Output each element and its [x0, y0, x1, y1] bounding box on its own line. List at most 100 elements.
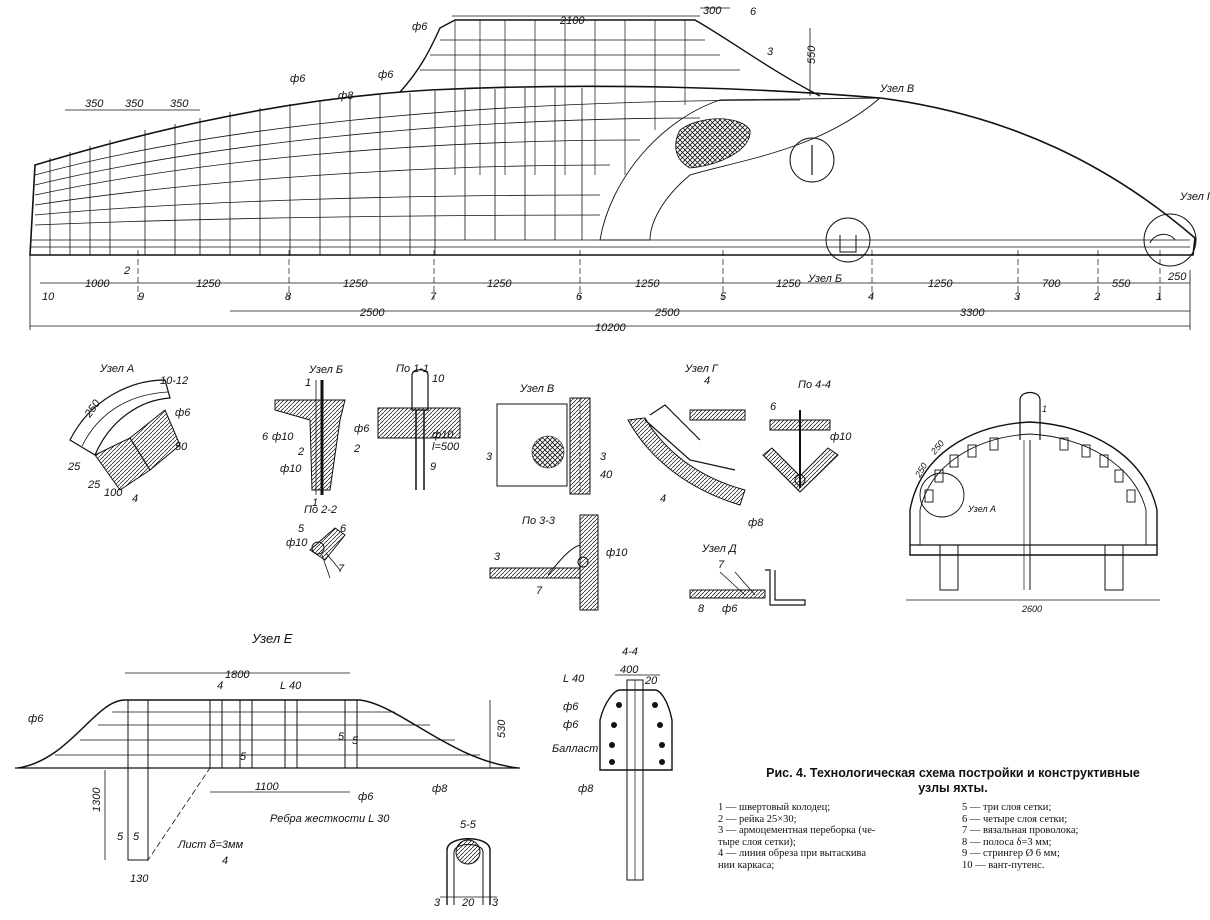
detail-label: 3 — [434, 897, 441, 909]
station-dim: 700 — [1042, 278, 1061, 290]
detail-label: 7 — [338, 563, 345, 575]
detail-title: 5-5 — [460, 819, 477, 831]
legend-item: 9 — стрингер Ø 6 мм; — [962, 848, 1060, 859]
hull-outline — [29, 85, 1196, 256]
node-v-marker — [789, 137, 835, 183]
detail-label: 130 — [130, 873, 149, 885]
callout: 3 — [767, 46, 774, 58]
detail-label: 2 — [353, 443, 360, 455]
detail-title: Узел Г — [684, 363, 719, 375]
legend-item: тыре слоя сетки); — [718, 836, 796, 848]
detail-label: 4 — [660, 493, 666, 505]
detail-label: 20 — [644, 675, 658, 687]
detail-label: 1 — [312, 497, 318, 509]
detail-label: ф10 — [606, 547, 628, 559]
detail-label: ф10 — [280, 463, 302, 475]
detail-label: Узел А — [967, 504, 996, 514]
detail-title: Узел Д — [701, 543, 737, 555]
detail-label: 2 — [297, 446, 304, 458]
detail-label: 400 — [620, 664, 639, 676]
station-9: 9 — [138, 291, 144, 303]
detail-label: 3 — [494, 551, 501, 563]
station-3: 3 — [1014, 291, 1021, 303]
detail-label: 1800 — [225, 669, 250, 681]
detail-label: 5 — [240, 751, 247, 763]
detail-label: 4 — [222, 855, 228, 867]
dim-300: 300 — [703, 5, 722, 17]
station-10: 10 — [42, 291, 55, 303]
detail-label: 6 — [340, 523, 347, 535]
legend-item: 6 — четыре слоя сетки; — [962, 813, 1068, 825]
station-5: 5 — [720, 291, 727, 303]
detail-label: ф6 — [175, 407, 191, 419]
detail-label: ф10 — [432, 429, 454, 441]
legend-item: 5 — три слоя сетки; — [962, 802, 1052, 813]
station-8: 8 — [285, 291, 292, 303]
figure-title: Рис. 4. Технологическая схема постройки … — [718, 766, 1188, 796]
detail-title: Узел Б — [308, 364, 343, 376]
figure-title-line2: узлы яхты. — [918, 781, 988, 795]
rod-label: ф6 — [412, 21, 428, 33]
detail-label: ф6 — [563, 701, 579, 713]
hull-annotations: 2100 300 550 350 350 350 ф6 ф6 ф8 ф6 Узе… — [42, 5, 1210, 334]
legend-item: 3 — армоцементная переборка (че- — [718, 825, 876, 836]
callout: 6 — [750, 6, 757, 18]
hull-profile — [29, 7, 1197, 330]
detail-section-4-4: По 4-4 6 ф10 ф8 — [748, 379, 852, 529]
station-dim: 1000 — [85, 278, 110, 290]
detail-label: 5 — [352, 735, 359, 747]
detail-uzel-a: Узел А 10-12 250 ф6 50 25 25 100 4 — [67, 363, 191, 505]
detail-label: 3 — [492, 897, 499, 909]
detail-label: 20 — [461, 897, 475, 909]
detail-section-3-3: По 3-3 3 ф10 7 — [489, 514, 628, 611]
detail-section-1-1: По 1-1 10 ф10 l=500 9 — [377, 363, 461, 490]
figure-title-line1: Рис. 4. Технологическая схема постройки … — [766, 766, 1140, 780]
cabin-outline — [399, 19, 821, 97]
detail-label: L 40 — [563, 673, 585, 685]
detail-label: 25 — [67, 461, 81, 473]
detail-label: ф6 — [28, 713, 44, 725]
detail-uzel-b: Узел Б 1 6 ф10 ф6 2 ф10 2 1 — [262, 364, 370, 509]
rod-label: ф8 — [338, 90, 354, 102]
detail-label: ф8 — [432, 783, 448, 795]
detail-label: l=500 — [432, 441, 460, 453]
legend-item: 7 — вязальная проволока; — [962, 825, 1079, 836]
detail-label: 10-12 — [160, 375, 188, 387]
legend-item: 10 — вант-путенс. — [962, 859, 1045, 871]
node-label: Узел В — [879, 83, 914, 95]
cross-section: 250 250 Узел А 1 2600 — [906, 391, 1160, 614]
detail-uzel-d: Узел Д 7 8 ф6 — [689, 543, 806, 615]
station-dim: 1250 — [928, 278, 953, 290]
detail-title: По 4-4 — [798, 379, 831, 391]
callout: 2 — [123, 265, 130, 277]
detail-label: ф10 — [830, 431, 852, 443]
detail-label: 4 — [704, 375, 710, 387]
legend-item: нии каркаса; — [718, 859, 775, 871]
detail-label: 6 — [770, 401, 777, 413]
detail-label: 8 — [698, 603, 705, 615]
detail-label: 530 — [496, 719, 508, 738]
dim-350-c: 350 — [170, 98, 189, 110]
detail-label: L 40 — [280, 680, 302, 692]
detail-label: 5 — [338, 731, 345, 743]
station-dim: 1250 — [196, 278, 221, 290]
detail-label: 4 — [132, 493, 138, 505]
rod-label: ф6 — [378, 69, 394, 81]
detail-label: 10 — [432, 373, 445, 385]
detail-title: Узел А — [99, 363, 134, 375]
legend: 1 — швертовый колодец; 2 — рейка 25×30; … — [718, 802, 1188, 871]
node-b-marker — [825, 217, 871, 263]
detail-label: ф6 — [358, 791, 374, 803]
bow-dim: 250 — [1167, 271, 1187, 283]
legend-right: 5 — три слоя сетки; 6 — четыре слоя сетк… — [962, 802, 1188, 871]
station-6: 6 — [576, 291, 583, 303]
detail-label: 5 — [298, 523, 305, 535]
group-dim: 2500 — [359, 307, 385, 319]
detail-label: ф10 — [272, 431, 294, 443]
detail-label: 2600 — [1021, 604, 1042, 614]
detail-label: ф8 — [578, 783, 594, 795]
legend-item: 8 — полоса δ=3 мм; — [962, 836, 1052, 848]
detail-label: ф6 — [354, 423, 370, 435]
legend-item: 2 — рейка 25×30; — [718, 813, 797, 825]
detail-label: 250 — [928, 438, 946, 457]
